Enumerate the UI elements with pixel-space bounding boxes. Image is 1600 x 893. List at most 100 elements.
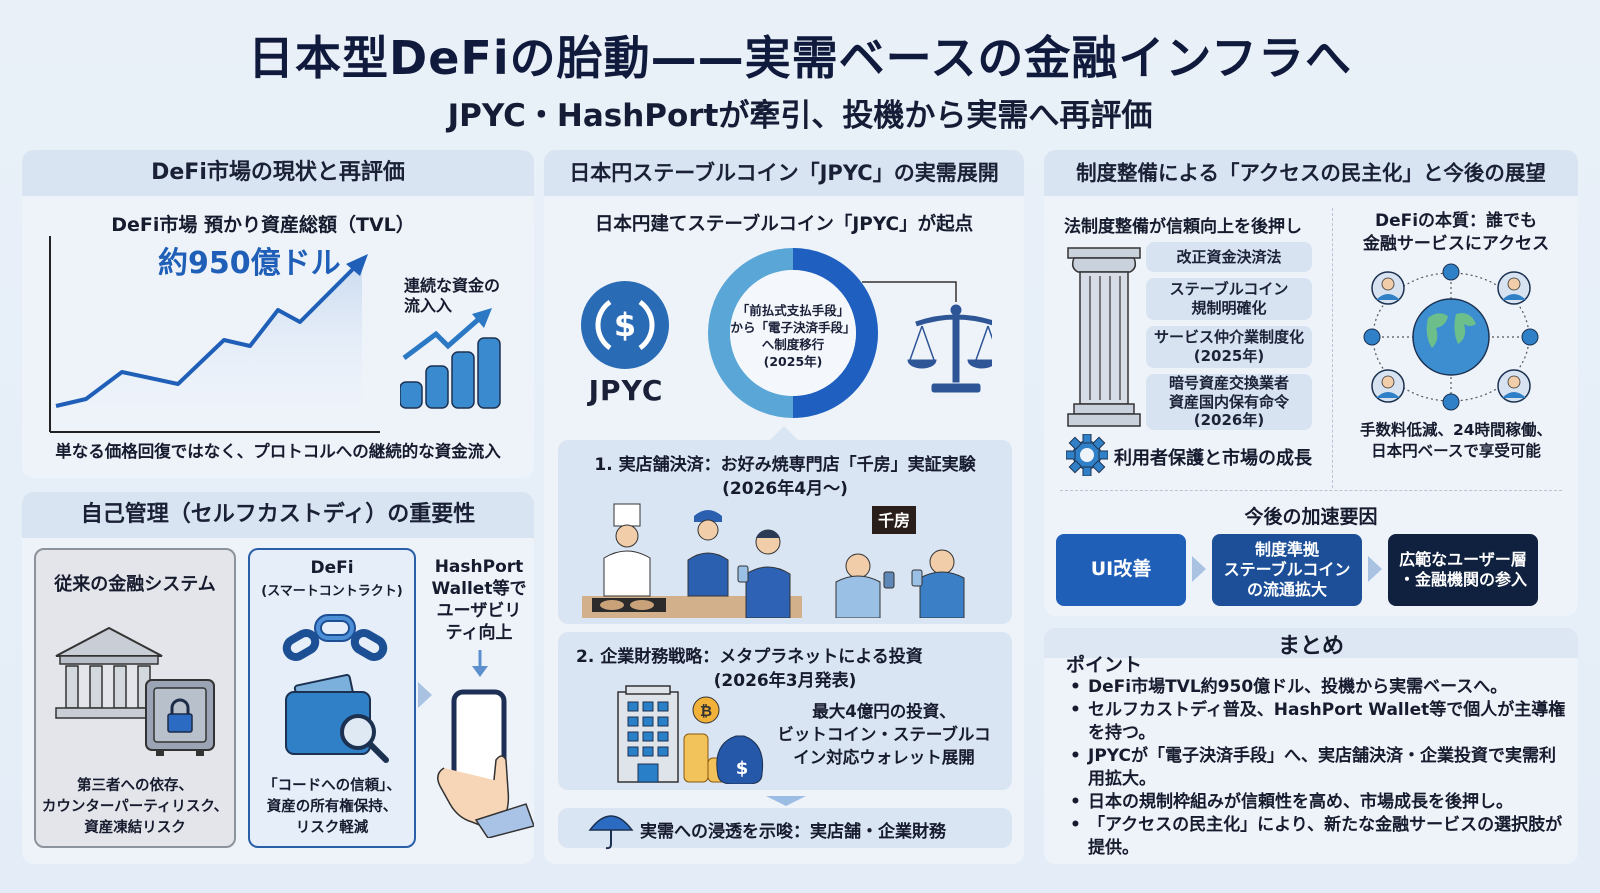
hashport-label: HashPort Wallet等で ユーザビリ ティ向上 [426, 556, 532, 644]
legal-chip: ステーブルコイン規制明確化 [1146, 278, 1312, 320]
legal-chip-text: 資産国内保有命令 [1168, 392, 1289, 411]
legal-chip-text: 規制明確化 [1191, 299, 1267, 317]
traditional-desc: 第三者への依存、 カウンターパーティリスク、 資産凍結リスク [36, 776, 234, 839]
pointer-down-icon [766, 796, 806, 806]
jpyc-coin-icon: $ [581, 281, 669, 369]
case2-desc: 最大4億円の投資、 ビットコイン・ステーブルコ イン対応ウォレット展開 [762, 700, 1006, 769]
access-caption: 手数料低減、24時間稼働、 日本円ベースで享受可能 [1334, 420, 1578, 462]
traditional-desc-line: カウンターパーティリスク、 [41, 799, 229, 815]
case2-title: 2. 企業財務戦略：メタプラネットによる投資 [576, 647, 923, 667]
defi-desc-line: リスク軽減 [295, 820, 369, 836]
vertical-divider [1332, 208, 1333, 488]
jpyc-logo-label: JPYC [588, 374, 664, 407]
access-title-line: 金融サービスにアクセス [1362, 234, 1550, 254]
summary-point: 「アクセスの民主化」により、新たな金融サービスの選択肢が提供。 [1066, 814, 1566, 860]
accel-step-text: ステーブルコイン [1223, 560, 1351, 579]
defi-desc: 「コードへの信頼」、 資産の所有権保持、 リスク軽減 [250, 776, 414, 839]
arrow-right-icon [418, 682, 432, 708]
gear-icon [1066, 434, 1108, 476]
summary-point: 日本の規制枠組みが信頼性を高め、市場成長を後押し。 [1066, 791, 1566, 814]
accel-step-adoption: 広範なユーザー層 ・金融機関の参入 [1388, 534, 1538, 606]
inflow-label: 連続な資金の 流入入 [404, 276, 500, 316]
case2-desc-line: イン対応ウォレット展開 [793, 748, 975, 767]
access-title-line: DeFiの本質：誰でも [1374, 211, 1538, 231]
svg-text:$: $ [614, 306, 636, 344]
safe-lock-icon [145, 679, 215, 756]
traditional-desc-line: 資産凍結リスク [84, 820, 186, 836]
legal-chip-text: サービス仲介業制度化 [1153, 328, 1304, 347]
legal-chip-text: 暗号資産交換業者 [1168, 373, 1289, 392]
traditional-desc-line: 第三者への依存、 [77, 778, 193, 794]
flow-arrow-icon [1368, 556, 1382, 582]
tvl-chart-title: DeFi市場 預かり資産総額（TVL） [111, 214, 415, 236]
legal-chip-text: (2025年) [1193, 347, 1265, 365]
tvl-panel-header: DeFi市場の現状と再評価 [22, 150, 534, 196]
traditional-card: 従来の金融システム 第三者への依存、 カウンターパーティリスク、 資産凍結リスク [34, 548, 236, 848]
accel-step-ui: UI改善 [1056, 534, 1186, 606]
accel-step-text: 制度準拠 [1254, 540, 1319, 559]
tvl-panel: DeFi市場の現状と再評価 DeFi市場 預かり資産総額（TVL） 約950億ド… [22, 150, 534, 478]
regulation-panel-header: 制度整備による「アクセスの民主化」と今後の展望 [1044, 150, 1578, 196]
custody-panel-header: 自己管理（セルフカストディ）の重要性 [22, 492, 534, 538]
legal-chip-text: ステーブルコイン [1169, 280, 1289, 299]
conclusion-text: 実需への浸透を示唆：実店舗・企業財務 [640, 822, 946, 842]
horizontal-divider [1060, 490, 1562, 491]
legal-chip-text: 改正資金決済法 [1176, 247, 1282, 266]
hashport-label-line: Wallet等で [431, 579, 527, 599]
accel-step-text: 広範なユーザー層 [1399, 550, 1527, 569]
jpyc-subheader: 日本円建てステーブルコイン「JPYC」が起点 [594, 214, 974, 235]
summary-header: まとめ [1277, 634, 1344, 659]
gear-label: 利用者保護と市場の成長 [1114, 448, 1312, 469]
inflow-label-line2: 流入入 [404, 296, 453, 315]
accel-step-stablecoin: 制度準拠 ステーブルコイン の流通拡大 [1212, 534, 1362, 606]
legal-chip: サービス仲介業制度化(2025年) [1146, 326, 1312, 368]
access-title: DeFiの本質：誰でも 金融サービスにアクセス [1334, 210, 1578, 256]
summary-point: DeFi市場TVL約950億ドル、投機から実需ベースへ。 [1066, 676, 1566, 699]
ring-text-line: 「前払式支払手段」 [736, 303, 850, 318]
legal-chip: 改正資金決済法 [1146, 242, 1312, 272]
flow-arrow-icon [1192, 556, 1206, 582]
pillar-icon [1067, 247, 1141, 427]
inflow-label-line1: 連続な資金の [404, 276, 501, 295]
conclusion-bar: 実需への浸透を示唆：実店舗・企業財務 [558, 808, 1012, 850]
case1-date: (2026年4月〜) [722, 479, 848, 499]
ring-text-line: へ制度移行 [761, 337, 825, 352]
access-caption-line: 手数料低減、24時間稼働、 [1359, 421, 1553, 439]
legal-chip-text: (2026年) [1193, 411, 1265, 430]
accel-step-text: UI改善 [1090, 558, 1152, 581]
arrow-down-icon [472, 650, 488, 677]
building-coins-icon: ₿ $ [617, 685, 764, 784]
custody-panel: 自己管理（セルフカストディ）の重要性 従来の金融システム 第三者への依存、 カウ… [22, 492, 534, 864]
summary-label: ポイント [1066, 654, 1143, 676]
ring-text-line: から「電子決済手段」 [730, 320, 856, 335]
hashport-label-line: ユーザビリ [436, 601, 522, 621]
summary-panel: まとめ ポイント DeFi市場TVL約950億ドル、投機から実需ベースへ。 セル… [1044, 628, 1578, 864]
regulation-panel: 制度整備による「アクセスの民主化」と今後の展望 法制度整備が信頼向上を後押し 改… [1044, 150, 1578, 616]
legal-chip-list: 改正資金決済法 ステーブルコイン規制明確化 サービス仲介業制度化(2025年) … [1146, 242, 1312, 430]
hashport-label-line: HashPort [434, 557, 524, 577]
accel-step-text: の流通拡大 [1246, 580, 1327, 599]
accel-step-text: ・金融機関の参入 [1398, 570, 1527, 589]
svg-text:$: $ [736, 758, 749, 779]
bank-icon [55, 626, 163, 719]
regulation-transition-ring [708, 248, 878, 418]
svg-text:₿: ₿ [700, 702, 712, 720]
tvl-value: 約950億ドル [158, 246, 341, 281]
accel-title: 今後の加速要因 [1244, 506, 1378, 528]
hashport-label-line: ティ向上 [445, 623, 513, 643]
defi-subtitle: (スマートコントラクト) [261, 584, 403, 599]
case-store-payment: 1. 実店舗決済：お好み焼専門店「千房」実証実験 (2026年4月〜) 千房 [558, 440, 1012, 624]
tvl-caption: 単なる価格回復ではなく、プロトコルへの継続的な資金流入 [55, 442, 501, 461]
defi-card: DeFi (スマートコントラクト) 「コードへの信頼」、 資産の所有権保持、 リ… [248, 548, 416, 848]
traditional-title: 従来の金融システム [54, 574, 216, 595]
ring-text: 「前払式支払手段」 から「電子決済手段」 へ制度移行 (2025年) [716, 302, 870, 370]
legal-title: 法制度整備が信頼向上を後押し [1064, 217, 1302, 237]
trend-up-icon [49, 236, 380, 433]
coin-stacks-icon [400, 308, 501, 409]
access-caption-line: 日本円ベースで享受可能 [1371, 442, 1541, 460]
defi-desc-line: 「コードへの信頼」、 [263, 778, 401, 794]
page-subtitle: JPYC・HashPortが牽引、投機から実需へ再評価 [447, 98, 1153, 134]
case-corporate-treasury: 2. 企業財務戦略：メタプラネットによる投資 (2026年3月発表) ₿ $ 最… [558, 632, 1012, 790]
case2-date: (2026年3月発表) [713, 671, 857, 691]
summary-points: DeFi市場TVL約950億ドル、投機から実需ベースへ。 セルフカストディ普及、… [1066, 676, 1566, 860]
